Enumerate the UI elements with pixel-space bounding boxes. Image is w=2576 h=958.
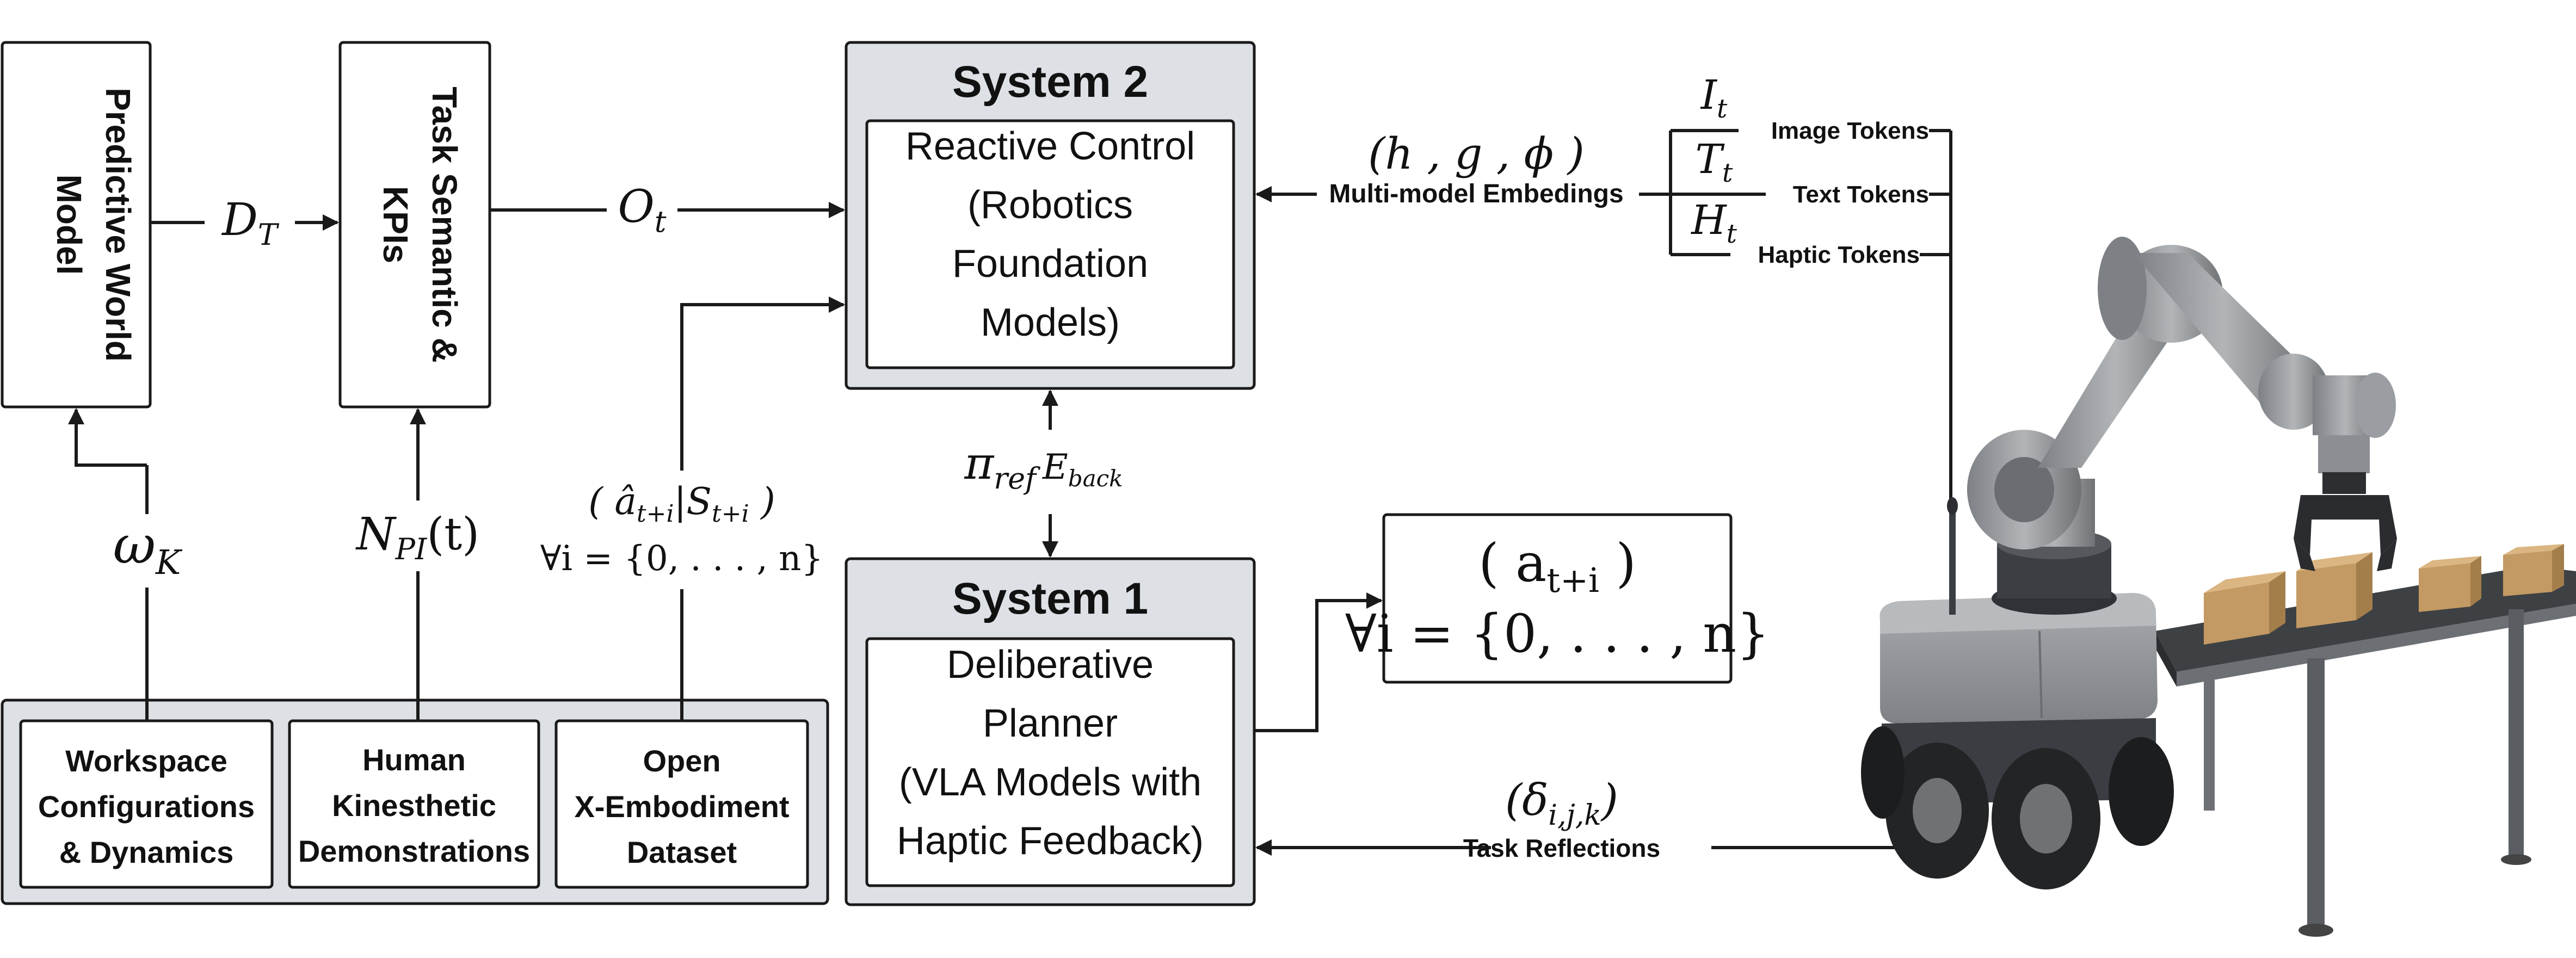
svg-text:Configurations: Configurations <box>38 789 255 824</box>
output-line-1: ( at+i ) <box>1478 533 1636 600</box>
label-a-hat: ( ât+i|St+i ) <box>588 480 775 528</box>
label-embeddings-math: (h , g , ϕ ) <box>1368 128 1585 179</box>
system1-line-4: Haptic Feedback) <box>897 819 1204 863</box>
system1-line-1: Deliberative <box>947 643 1154 687</box>
edge-workspace-c <box>68 408 147 467</box>
label-haptic-tokens: Haptic Tokens <box>1758 242 1920 268</box>
edge-openx-b <box>680 296 845 471</box>
system2-panel: System 2 Reactive Control (Robotics Foun… <box>845 41 1256 390</box>
svg-text:X-Embodiment: X-Embodiment <box>574 789 789 824</box>
world-model-label-1: Predictive World <box>98 88 138 362</box>
label-text-tokens: Text Tokens <box>1793 181 1929 208</box>
output-box: ( at+i ) ∀i = {0, . . . , n} <box>1345 513 1770 684</box>
svg-text:Demonstrations: Demonstrations <box>298 834 530 868</box>
mobile-base <box>1861 497 2174 889</box>
label-d-t: DT <box>221 194 280 252</box>
system1-title: System 1 <box>952 574 1148 623</box>
label-image-tokens: Image Tokens <box>1771 118 1929 144</box>
data-sources-panel: Workspace Configurations & Dynamics Huma… <box>1 699 829 905</box>
svg-text:Workspace: Workspace <box>65 744 227 778</box>
system1-inner-box <box>865 637 1235 887</box>
label-delta: (δi,j,k) <box>1505 775 1618 832</box>
world-model-label-2: Model <box>50 175 89 275</box>
connectors <box>68 129 1952 856</box>
system1-line-2: Planner <box>983 702 1118 745</box>
label-forall: ∀i = {0, . . . , n} <box>540 539 823 579</box>
source-human-demos: Human Kinesthetic Demonstrations <box>288 719 540 889</box>
svg-text:Kinesthetic: Kinesthetic <box>332 788 496 823</box>
robot-illustration <box>1861 237 2576 937</box>
system2-line-4: Models) <box>981 301 1120 344</box>
svg-text:& Dynamics: & Dynamics <box>59 835 234 869</box>
cardboard-boxes <box>2204 544 2564 645</box>
svg-text:Open: Open <box>643 744 720 778</box>
system1-panel: System 1 Deliberative Planner (VLA Model… <box>845 557 1256 906</box>
label-task-reflections: Task Reflections <box>1463 834 1660 862</box>
source-workspace: Workspace Configurations & Dynamics <box>19 719 274 889</box>
edge-sys1-to-output <box>1254 592 1383 732</box>
system2-line-2: (Robotics <box>967 183 1133 227</box>
task-semantic-box: Task Semantic & KPIs <box>338 41 491 409</box>
label-o-t: Ot <box>618 181 667 239</box>
label-omega-k: ωK <box>113 515 183 582</box>
system2-line-1: Reactive Control <box>905 125 1195 168</box>
label-embeddings: Multi-model Embedings <box>1329 180 1623 208</box>
robot-arm <box>1967 237 2397 615</box>
label-h-t: Ht <box>1690 197 1737 249</box>
label-n-pi: NPI(t) <box>355 509 479 566</box>
output-line-2: ∀i = {0, . . . , n} <box>1345 603 1770 664</box>
svg-text:Dataset: Dataset <box>627 835 737 869</box>
system1-line-3: (VLA Models with <box>899 761 1201 804</box>
task-semantic-label-2: KPIs <box>376 186 415 263</box>
system2-inner-box <box>865 119 1235 369</box>
task-semantic-label-1: Task Semantic & <box>425 86 464 362</box>
source-open-x: Open X-Embodiment Dataset <box>554 719 809 889</box>
system2-line-3: Foundation <box>952 242 1148 286</box>
system2-title: System 2 <box>952 57 1148 107</box>
label-t-t: Tt <box>1696 136 1733 188</box>
svg-text:Human: Human <box>362 743 466 777</box>
world-model-box: Predictive World Model <box>1 41 152 409</box>
label-i-t: It <box>1700 72 1728 124</box>
